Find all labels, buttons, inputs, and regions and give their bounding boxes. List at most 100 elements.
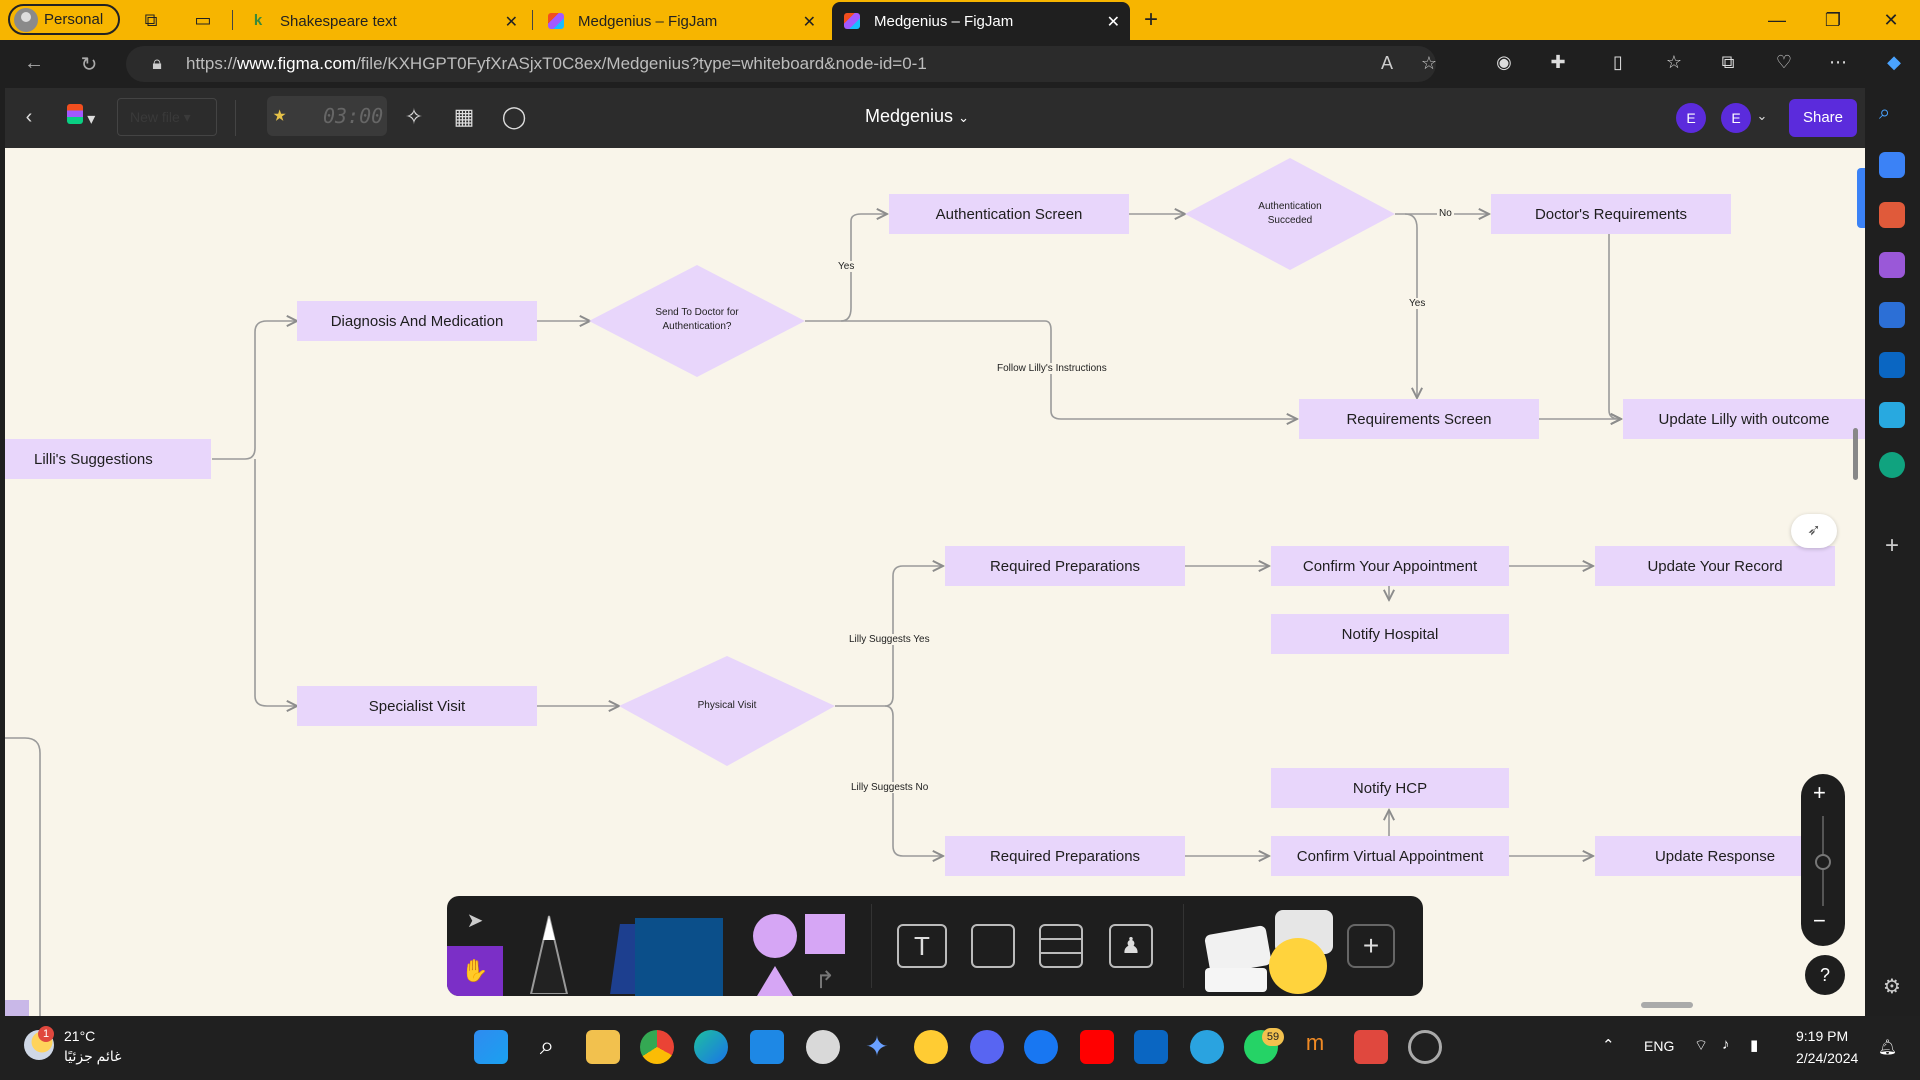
node-auth-screen[interactable]: Authentication Screen [889,194,1129,234]
telegram-icon[interactable] [1190,1030,1224,1064]
node-update-lilly[interactable]: Update Lilly with outcome [1623,399,1865,439]
lock-icon[interactable]: 🔒︎ [152,53,162,73]
chevron-down-icon[interactable]: ⌄ [1756,108,1768,123]
close-window-icon[interactable]: ✕ [1883,10,1899,30]
battery-icon[interactable]: ▮ [1750,1037,1759,1054]
tab-shakespeare[interactable]: k Shakespeare text ✕ [238,2,528,40]
wps-icon[interactable] [1354,1030,1388,1064]
wifi-icon[interactable]: ⌔ [1694,1037,1709,1054]
help-icon[interactable]: ? [1805,955,1845,995]
favorite-star-icon[interactable]: ☆ [1420,53,1438,73]
close-tab-icon[interactable]: ✕ [504,14,518,31]
close-tab-icon[interactable]: ✕ [1106,14,1120,31]
games-icon[interactable] [1879,252,1905,278]
maximize-icon[interactable]: ❐ [1824,10,1842,30]
back-arrow-icon[interactable]: ← [24,52,44,74]
node-update-response[interactable]: Update Response [1595,836,1835,876]
microsoft365-icon[interactable] [1879,302,1905,328]
collections-icon[interactable]: ⧉ [1721,52,1735,72]
zoom-slider-handle[interactable] [1815,854,1831,870]
node-notify-hcp[interactable]: Notify HCP [1271,768,1509,808]
node-notify-hospital[interactable]: Notify Hospital [1271,614,1509,654]
node-lilli-suggestions[interactable]: Lilli's Suggestions [5,439,211,479]
chatgpt-icon[interactable] [1879,452,1905,478]
section-tool-icon[interactable] [971,924,1015,968]
outlook-icon[interactable] [1879,352,1905,378]
hand-tool-icon[interactable]: ✋ [447,946,503,996]
rocket-icon[interactable]: ➶ [1791,514,1837,548]
volume-icon[interactable]: ♪ [1722,1036,1730,1053]
clock-date[interactable]: 2/24/2024 [1796,1050,1859,1066]
profile-button[interactable]: Personal [8,4,120,35]
settings-gear-icon[interactable]: ⚙ [1883,976,1901,998]
huggingface-icon[interactable] [914,1030,948,1064]
read-aloud-icon[interactable]: A [1380,53,1393,73]
table-tool-icon[interactable] [1039,924,1083,968]
minimize-icon[interactable]: — [1768,10,1786,30]
timer-widget[interactable]: ★ 03:00 [267,96,387,136]
node-doctor-requirements[interactable]: Doctor's Requirements [1491,194,1731,234]
youtube-icon[interactable] [1080,1030,1114,1064]
close-tab-icon[interactable]: ✕ [802,14,816,31]
tab-medgenius-1[interactable]: Medgenius – FigJam ✕ [536,2,826,40]
stamp-tool-icon[interactable]: ♟ [1109,924,1153,968]
add-icon[interactable]: + [1884,532,1899,559]
widgets-stickers-icon[interactable] [1203,908,1343,994]
gemini-icon[interactable]: ✦ [865,1031,889,1062]
shapes-tool-icon[interactable]: ↱ [753,914,853,996]
new-tab-icon[interactable]: + [1143,6,1158,33]
favorites-icon[interactable]: ☆ [1665,52,1683,72]
language-indicator[interactable]: ENG [1644,1038,1675,1054]
tools-icon[interactable] [1879,202,1905,228]
vertical-scrollbar[interactable] [1853,428,1858,480]
node-required-preparations-2[interactable]: Required Preparations [945,836,1185,876]
facebook-icon[interactable] [1024,1030,1058,1064]
linkedin-icon[interactable] [1134,1030,1168,1064]
tab-medgenius-active[interactable]: Medgenius – FigJam ✕ [832,2,1130,40]
chrome-icon[interactable] [640,1030,674,1064]
send-icon[interactable] [1879,402,1905,428]
browser-essentials-icon[interactable]: ♡ [1775,52,1793,72]
app-icon[interactable]: m [1305,1030,1325,1055]
file-explorer-icon[interactable] [586,1030,620,1064]
node-required-preparations-1[interactable]: Required Preparations [945,546,1185,586]
discord-icon[interactable] [970,1030,1004,1064]
copilot-icon[interactable]: ◆ [1887,52,1901,72]
node-update-record[interactable]: Update Your Record [1595,546,1835,586]
pointer-tool-icon[interactable]: ➤ [466,910,484,932]
shopping-icon[interactable] [1879,152,1905,178]
chevron-left-icon[interactable]: ‹ [25,106,33,128]
avatar[interactable]: E [1721,103,1751,133]
node-confirm-appointment[interactable]: Confirm Your Appointment [1271,546,1509,586]
layout-icon[interactable]: ▦ [453,104,475,129]
more-tools-icon[interactable]: + [1347,924,1395,968]
search-icon[interactable]: ⌕ [539,1030,555,1060]
more-menu-icon[interactable]: ⋯ [1829,52,1847,72]
workspaces-icon[interactable]: ⧉ [144,10,158,30]
clock-time[interactable]: 9:19 PM [1796,1028,1849,1044]
sticky-notes-icon[interactable] [605,914,725,996]
file-title[interactable]: Medgenius ⌄ [865,106,969,126]
node-confirm-virtual-appointment[interactable]: Confirm Virtual Appointment [1271,836,1509,876]
vscode-icon[interactable] [750,1030,784,1064]
refresh-icon[interactable]: ↻ [80,54,98,76]
zoom-out-icon[interactable]: − [1813,908,1826,933]
url-text[interactable]: https://www.figma.com/file/KXHGPT0FyfXrA… [186,54,927,73]
split-screen-icon[interactable]: ▯ [1613,52,1623,72]
whiteboard-canvas[interactable]: Lilli's Suggestions Diagnosis And Medica… [5,148,1865,1016]
tab-actions-icon[interactable]: ▭ [194,10,212,30]
pen-tool-icon[interactable] [527,914,571,995]
node-requirements-screen[interactable]: Requirements Screen [1299,399,1539,439]
zoom-control[interactable]: + − [1801,774,1845,946]
extension-icon[interactable]: ◉ [1496,52,1512,72]
avatar[interactable]: E [1676,103,1706,133]
node-specialist-visit[interactable]: Specialist Visit [297,686,537,726]
comment-icon[interactable]: ◯ [501,104,527,129]
search-icon[interactable]: ⌕ [1879,102,1891,124]
tray-chevron-icon[interactable]: ⌃ [1602,1037,1615,1054]
edge-icon[interactable] [694,1030,728,1064]
node-diagnosis[interactable]: Diagnosis And Medication [297,301,537,341]
figma-menu-icon[interactable]: ▾ [61,104,101,129]
chatgpt-icon[interactable] [806,1030,840,1064]
media-player-icon[interactable] [1408,1030,1442,1064]
